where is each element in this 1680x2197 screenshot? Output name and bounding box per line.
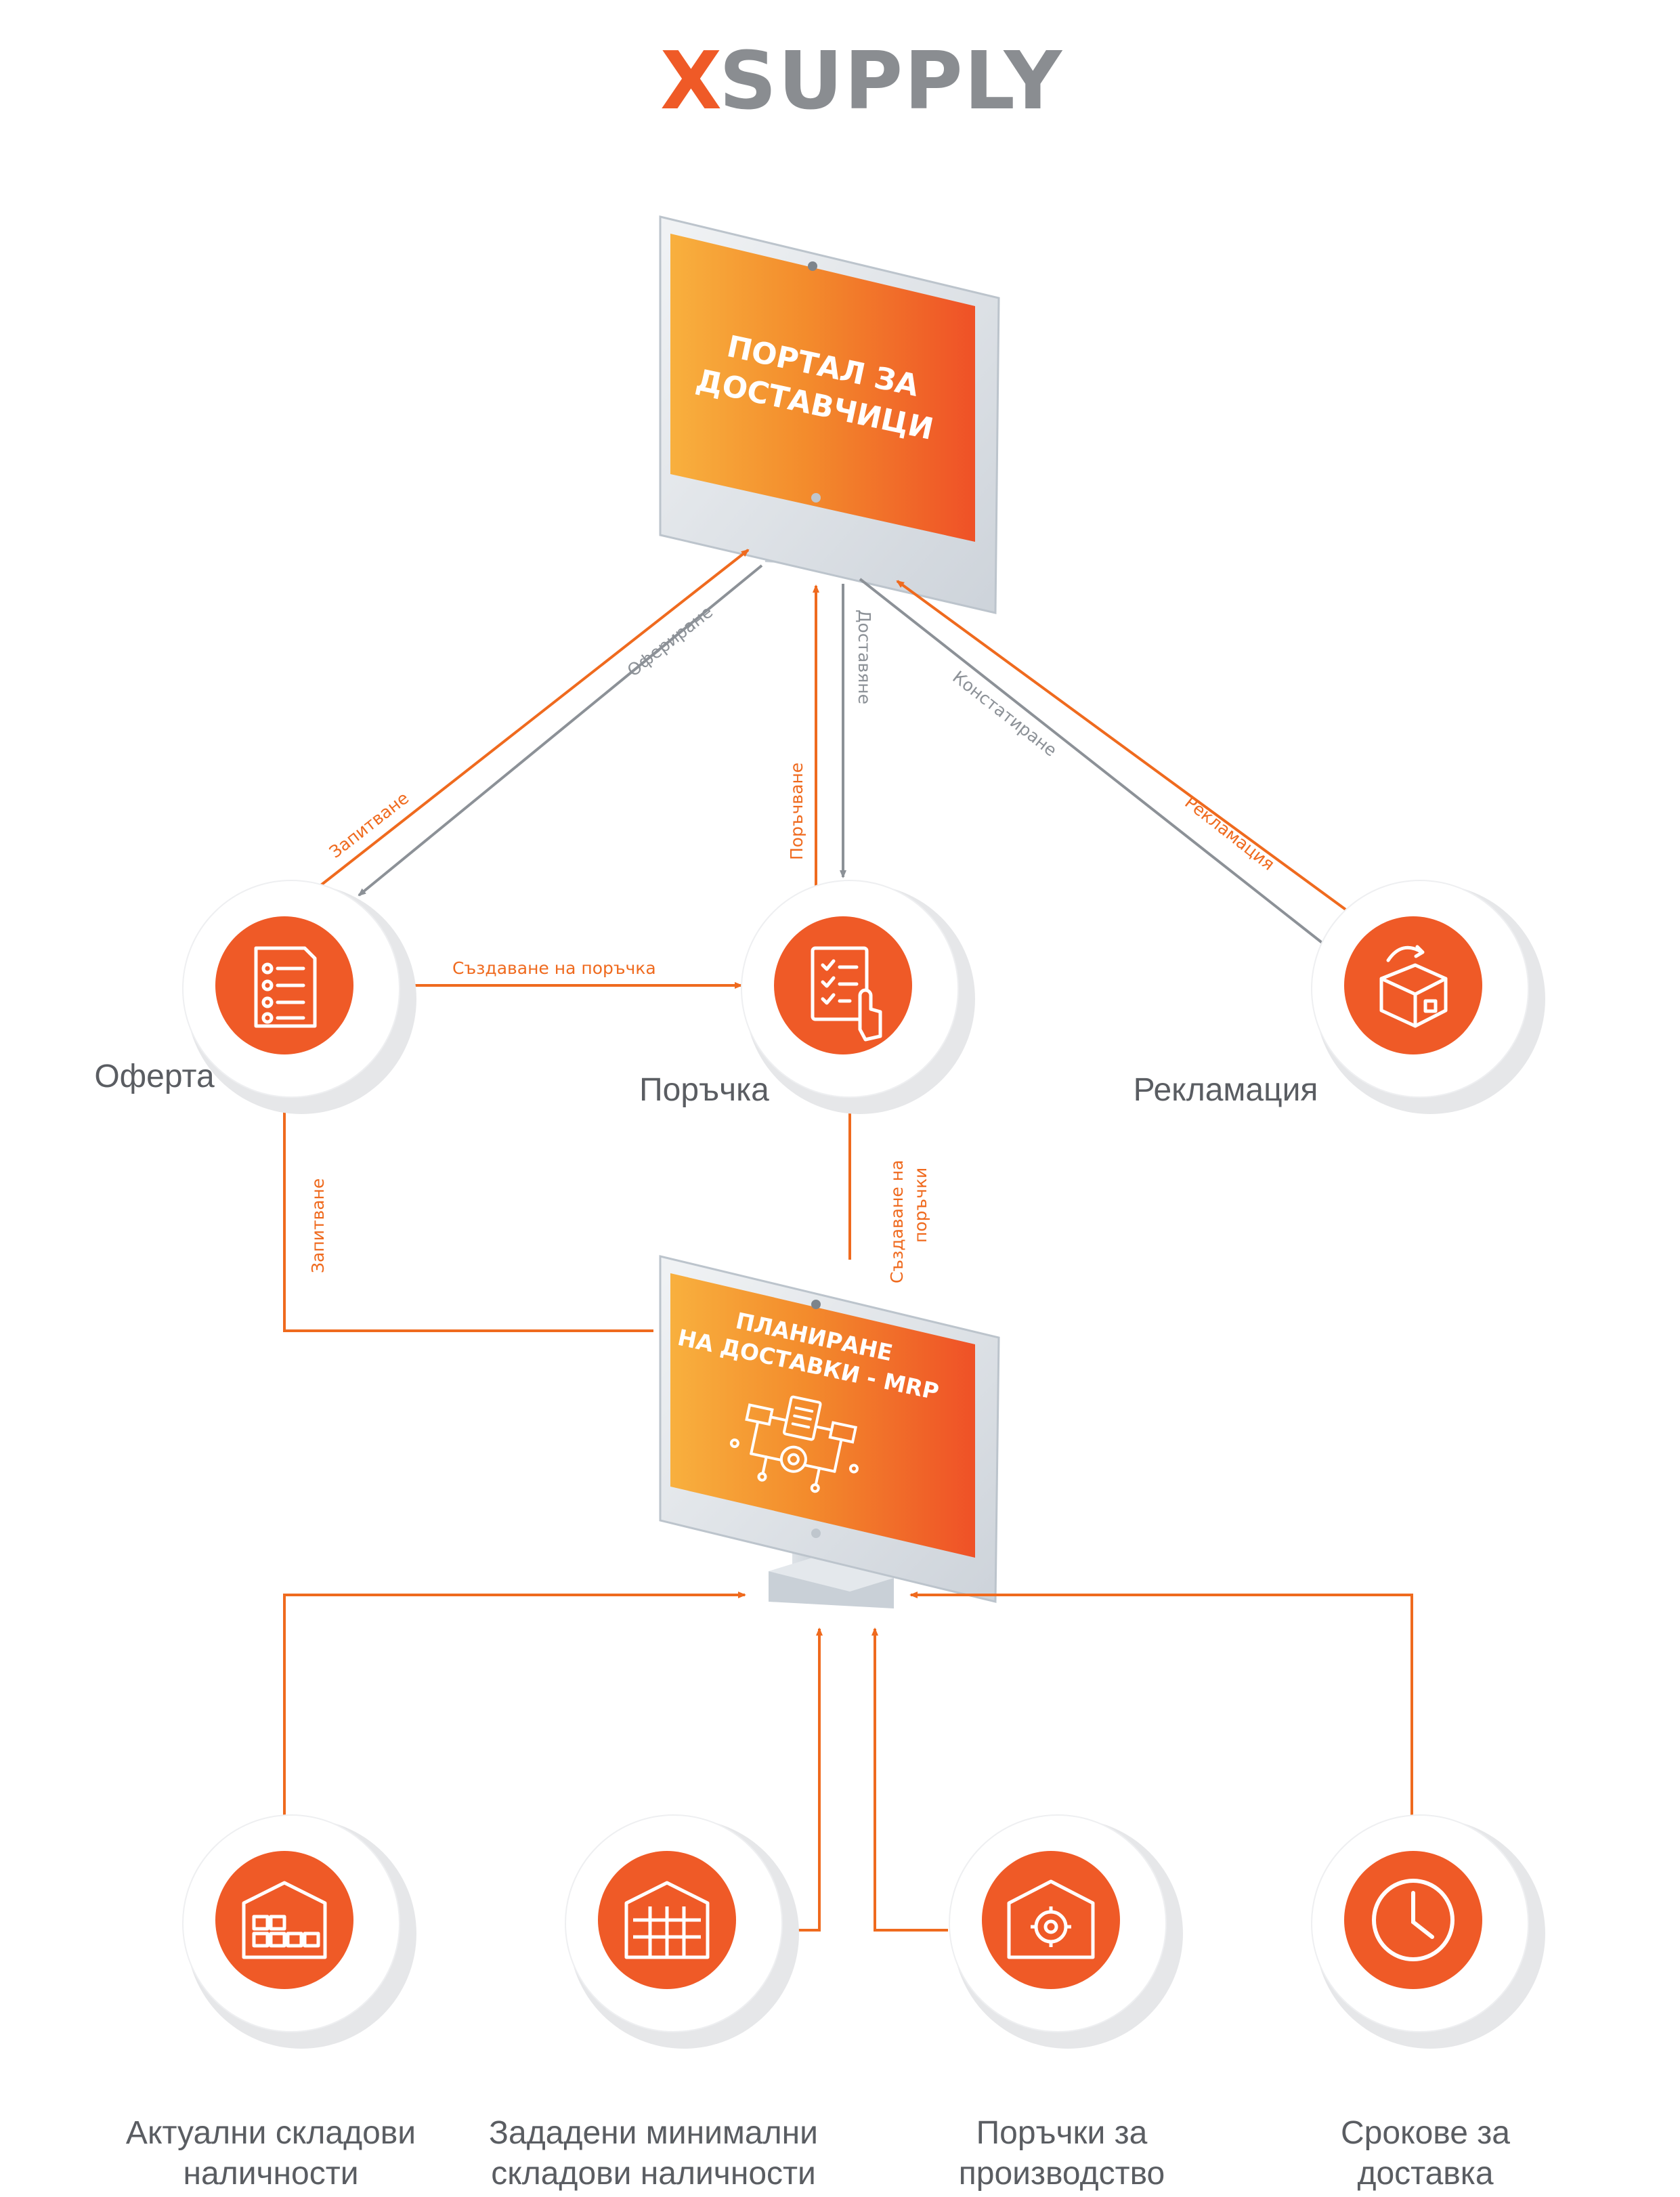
logo-x: X <box>660 34 722 127</box>
clipboard-touch-icon <box>811 946 882 1042</box>
label-create-orders-line2: поръчки <box>911 1168 930 1243</box>
node-complaint: Рекламация <box>1134 880 1545 1114</box>
label-create-order: Създаване на поръчка <box>452 958 656 978</box>
node-production-label-line2: производство <box>959 2156 1165 2192</box>
arrow-mrp-inquiry-to-offer <box>281 1096 653 1332</box>
mrp-workflow-icon <box>729 1395 859 1493</box>
label-inquiry-left: Запитване <box>308 1178 328 1273</box>
portal-power-icon <box>811 493 821 503</box>
node-offer-label: Оферта <box>94 1059 215 1094</box>
mrp-monitor: ПЛАНИРАНЕ НА ДОСТАВКИ - MRP <box>659 1255 1000 1608</box>
warehouse-icon <box>242 1881 327 1959</box>
document-checklist-icon <box>254 946 317 1028</box>
label-ascertaining: Констатиране <box>949 667 1060 761</box>
node-offer: Оферта <box>94 880 416 1114</box>
node-stock: Актуални складови наличности <box>126 1814 416 2192</box>
arrow-complaint-to-portal <box>896 580 1349 912</box>
warehouse-racks-icon <box>624 1881 710 1959</box>
mrp-power-icon <box>811 1529 821 1538</box>
xsupply-logo: X SUPPLY <box>660 34 1063 127</box>
arrow-production-to-mrp <box>871 1627 948 1932</box>
node-minstock: Зададени минимални складови наличности <box>489 1814 818 2192</box>
arrow-offering-to-offer <box>358 564 763 897</box>
portal-monitor: ПОРТАЛ ЗА ДОСТАВЧИЦИ <box>659 215 1000 614</box>
node-production: Поръчки за производство <box>949 1814 1183 2192</box>
node-delivery-label-line1: Срокове за <box>1341 2115 1510 2151</box>
node-delivery: Срокове за доставка <box>1311 1814 1545 2192</box>
node-stock-label-line1: Актуални складови <box>126 2115 416 2151</box>
node-minstock-label-line1: Зададени минимални <box>489 2115 818 2151</box>
node-production-label-line1: Поръчки за <box>976 2115 1148 2151</box>
factory-gear-icon <box>1007 1879 1095 1959</box>
arrow-ascertaining-to-complaint <box>859 578 1329 948</box>
node-stock-label-line2: наличности <box>183 2156 358 2192</box>
arrow-inquiry-to-portal <box>317 549 750 889</box>
node-complaint-label: Рекламация <box>1134 1072 1318 1108</box>
returned-box-icon <box>1379 945 1448 1028</box>
node-delivery-label-line2: доставка <box>1357 2156 1493 2192</box>
arrow-stock-to-mrp <box>283 1592 746 1825</box>
bottom-flow-lines <box>283 1592 1413 1932</box>
mrp-screen <box>670 1273 975 1558</box>
clock-icon <box>1372 1879 1455 1961</box>
label-delivering: Доставяне <box>855 610 874 704</box>
top-flow-lines <box>281 549 1349 1332</box>
label-complaint-flow: Рекламация <box>1181 792 1278 874</box>
logo-wordmark: SUPPLY <box>719 34 1063 127</box>
label-ordering: Поръчване <box>787 763 806 860</box>
mrp-camera-icon <box>811 1300 821 1309</box>
arrow-minstock-to-mrp <box>789 1627 823 1932</box>
label-create-orders-line1: Създаване на <box>887 1160 907 1283</box>
label-offering: Офериране <box>624 602 716 681</box>
node-minstock-label-line2: складови наличности <box>491 2156 816 2192</box>
arrow-delivery-to-mrp <box>909 1592 1413 1825</box>
node-order-label: Поръчка <box>639 1072 769 1108</box>
portal-camera-icon <box>808 261 817 271</box>
node-order: Поръчка <box>639 880 975 1114</box>
portal-screen <box>670 234 975 542</box>
